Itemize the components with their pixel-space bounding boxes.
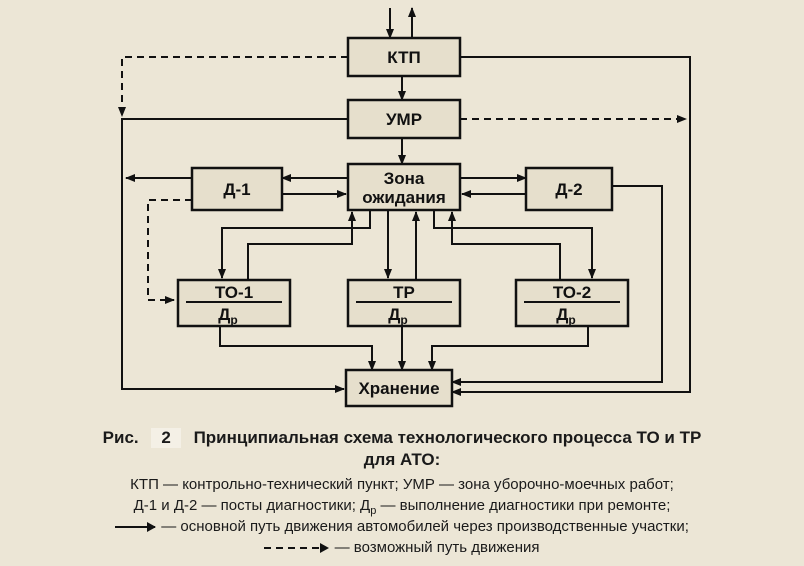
box-to2: ТО-2 Др [514, 278, 630, 328]
box-to2-label: ТО-2 [553, 283, 591, 302]
box-umr-label: УМР [386, 110, 422, 129]
box-storage: Хранение [344, 368, 454, 408]
caption-title-line2: для АТО: [363, 450, 441, 469]
arrow-zone-to-to2 [433, 210, 596, 279]
zone-label-line1: Зона [384, 169, 425, 188]
legend-line-4: — возможный путь движения [0, 539, 804, 556]
legend-line-3: — основной путь движения автомобилей чер… [0, 518, 804, 535]
box-ktp-label: КТП [387, 48, 420, 67]
legend-line-1: КТП — контрольно-технический пункт; УМР … [130, 476, 674, 493]
arrow-to1-to-storage [219, 326, 376, 371]
arrow-to2-to-zone [448, 211, 561, 280]
box-d1-label: Д-1 [223, 180, 250, 199]
flow-diagram: КТП УМР Зона ожидания Д-1 Д-2 ТО-1 Др [118, 7, 691, 408]
box-tr-dp: Др [388, 305, 407, 327]
box-to1: ТО-1 Др [176, 278, 292, 328]
caption-title-line1: Принципиальная схема технологического пр… [193, 428, 702, 447]
arrow-to1-to-zone [247, 211, 356, 280]
box-tr: ТР Др [346, 278, 462, 328]
dashed-arrow-icon [264, 543, 330, 554]
box-to1-label: ТО-1 [215, 283, 253, 302]
box-umr: УМР [346, 98, 462, 140]
legend-line-2: Д-1 и Д-2 — посты диагностики; Др — выпо… [133, 497, 671, 517]
box-d2-label: Д-2 [555, 180, 582, 199]
box-tr-label: ТР [393, 283, 415, 302]
box-to2-dp: Др [556, 305, 575, 327]
figure-caption: Рис. 2 Принципиальная схема технологичес… [0, 428, 804, 448]
box-ktp: КТП [346, 36, 462, 78]
arrow-ktp-to-storage [451, 56, 691, 396]
arrow-umr-to-storage [121, 118, 348, 393]
box-waiting-zone: Зона ожидания [346, 162, 462, 212]
box-d1: Д-1 [190, 166, 284, 212]
solid-arrow-icon [115, 522, 157, 533]
arrow-to2-to-storage [428, 326, 589, 371]
box-d2: Д-2 [524, 166, 614, 212]
arrow-zone-to-to1 [218, 210, 371, 279]
dashed-d1-to-to1 [147, 199, 192, 304]
caption-number: 2 [151, 428, 181, 448]
caption-prefix: Рис. [102, 428, 139, 447]
zone-label-line2: ожидания [362, 188, 446, 207]
dashed-ktp-to-left [118, 56, 348, 117]
box-to1-dp: Др [218, 305, 237, 327]
arrow-d2-to-storage [451, 185, 663, 386]
box-storage-label: Хранение [358, 379, 439, 398]
